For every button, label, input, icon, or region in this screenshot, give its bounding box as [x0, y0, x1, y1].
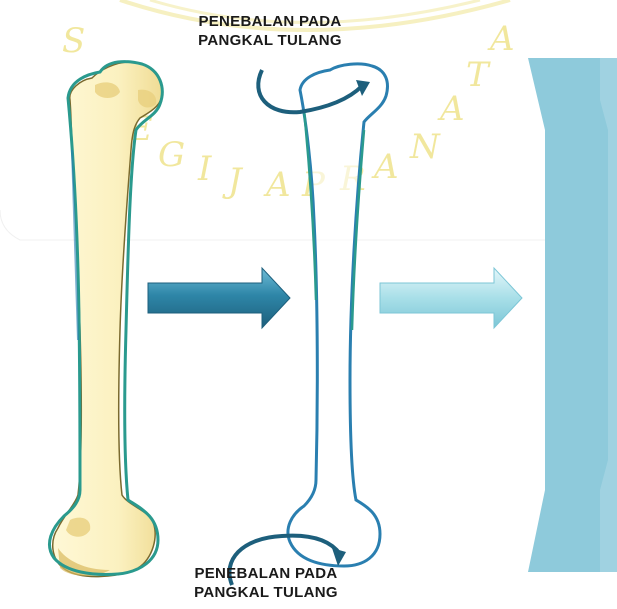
- label-bottom: PENEBALAN PADA PANGKAL TULANG: [156, 564, 376, 602]
- svg-text:A: A: [437, 89, 465, 129]
- svg-text:T: T: [466, 55, 491, 95]
- simplified-bone-icon: [528, 58, 617, 572]
- right-arrow-icon: [148, 268, 290, 328]
- svg-text:I: I: [197, 149, 212, 189]
- label-bottom-line2: PANGKAL TULANG: [156, 583, 376, 602]
- label-top-line1: PENEBALAN PADA: [160, 12, 380, 31]
- svg-text:A: A: [263, 165, 291, 205]
- svg-text:J: J: [222, 161, 244, 201]
- svg-text:S: S: [62, 21, 85, 61]
- svg-text:G: G: [158, 135, 185, 175]
- femur-outline-icon: [229, 64, 387, 585]
- svg-text:A: A: [371, 147, 399, 187]
- label-bottom-line1: PENEBALAN PADA: [156, 564, 376, 583]
- svg-text:A: A: [487, 19, 515, 59]
- label-top: PENEBALAN PADA PANGKAL TULANG: [160, 12, 380, 50]
- svg-text:N: N: [409, 127, 441, 167]
- label-top-line2: PANGKAL TULANG: [160, 31, 380, 50]
- right-arrow-icon: [380, 268, 522, 328]
